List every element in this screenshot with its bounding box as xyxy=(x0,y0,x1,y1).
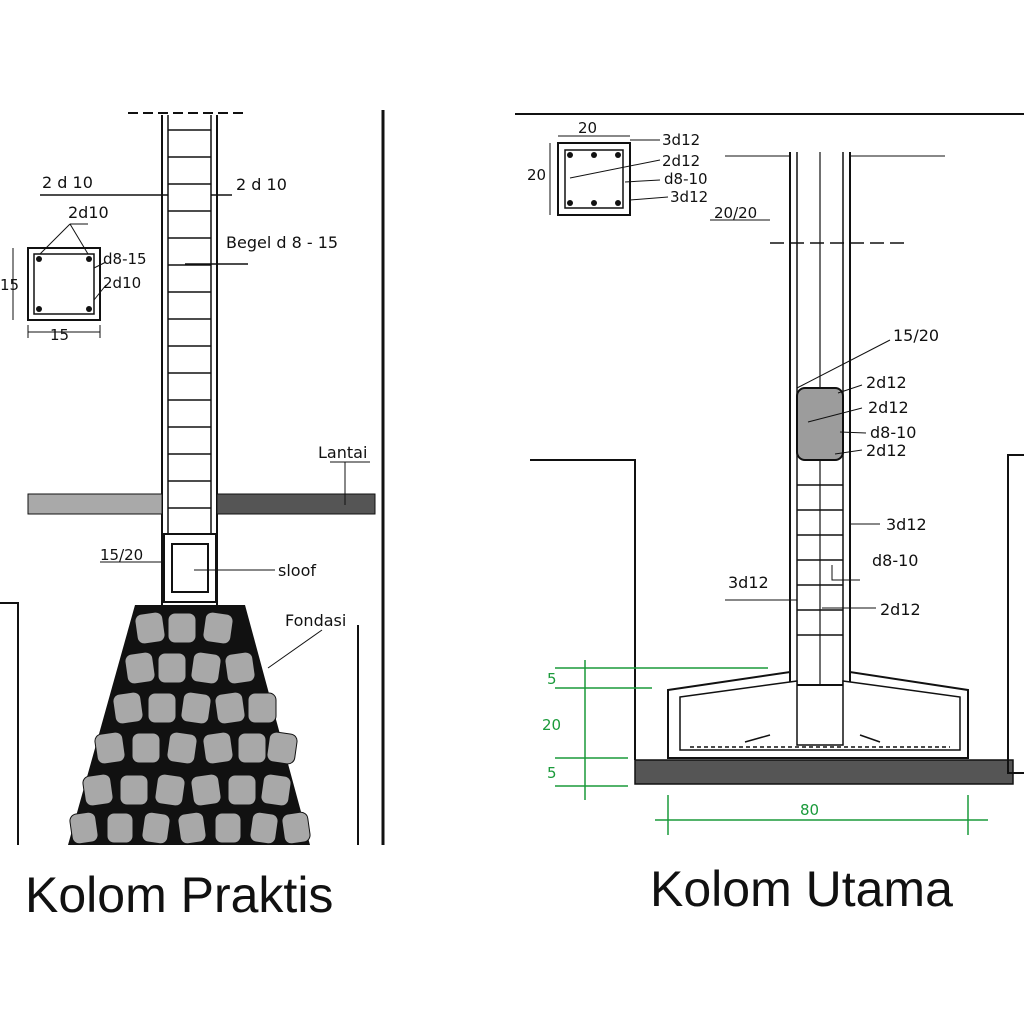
label-2d10-left: 2 d 10 xyxy=(42,173,93,192)
stone xyxy=(247,692,277,724)
stone xyxy=(202,611,234,645)
stone xyxy=(224,651,256,685)
stone xyxy=(202,731,234,765)
stone xyxy=(227,774,257,806)
dim-5-bottom: 5 xyxy=(547,764,557,782)
stone xyxy=(106,812,134,844)
stone xyxy=(124,651,156,685)
stone xyxy=(237,732,267,764)
stone xyxy=(119,774,149,806)
column-rebar-2: 2d12 xyxy=(880,600,921,619)
dim-5-top: 5 xyxy=(547,670,557,688)
section-bottom-rebar: 2d10 xyxy=(103,274,141,292)
stone xyxy=(177,811,207,845)
beam-stirrup: d8-10 xyxy=(870,423,916,442)
section-side-dim: 15 xyxy=(0,276,19,294)
label-sloof: sloof xyxy=(278,561,316,580)
caption-kolom-praktis: Kolom Praktis xyxy=(25,867,333,923)
stone xyxy=(190,773,222,807)
section-top-dim: 20 xyxy=(578,119,597,137)
stone xyxy=(266,731,298,765)
kolom-utama-drawing: 5 20 5 80 20 20 3d12 2d12 d8-10 3d12 20/… xyxy=(515,113,1024,917)
beam-rebar-1: 2d12 xyxy=(866,373,907,392)
label-sloof-size: 15/20 xyxy=(100,546,143,564)
caption-kolom-utama: Kolom Utama xyxy=(650,861,953,917)
stone xyxy=(131,732,161,764)
column-rebar-left: 3d12 xyxy=(728,573,769,592)
label-2d10-right: 2 d 10 xyxy=(236,175,287,194)
stone xyxy=(260,773,292,807)
stone xyxy=(82,773,114,807)
beam-size: 15/20 xyxy=(893,326,939,345)
section-stirrup: d8-10 xyxy=(664,170,708,188)
section-rebar-top: 3d12 xyxy=(662,131,700,149)
stone xyxy=(69,811,99,845)
stone xyxy=(190,651,222,685)
label-begel: Begel d 8 - 15 xyxy=(226,233,338,252)
label-fondasi: Fondasi xyxy=(285,611,346,630)
stone xyxy=(214,812,242,844)
stone xyxy=(157,652,187,684)
column-rebar-1: 3d12 xyxy=(886,515,927,534)
label-lantai: Lantai xyxy=(318,443,367,462)
dim-20: 20 xyxy=(542,716,561,734)
beam-rebar-2: 2d12 xyxy=(868,398,909,417)
stone xyxy=(154,773,186,807)
column-size: 20/20 xyxy=(714,204,757,222)
stone xyxy=(167,612,197,644)
stone xyxy=(141,811,171,845)
column-stirrup: d8-10 xyxy=(872,551,918,570)
kolom-praktis-drawing: 2 d 10 2 d 10 2d10 d8-15 2d10 15 15 Bege… xyxy=(0,110,385,923)
section-top-rebar: 2d10 xyxy=(68,203,109,222)
section-side-dim: 20 xyxy=(527,166,546,184)
stone xyxy=(134,611,166,645)
section-rebar-bottom: 3d12 xyxy=(670,188,708,206)
stone xyxy=(147,692,177,724)
section-stirrup: d8-15 xyxy=(103,250,147,268)
stone xyxy=(214,691,246,725)
dim-80: 80 xyxy=(800,801,819,819)
stone xyxy=(249,811,279,845)
stone xyxy=(94,731,126,765)
stone xyxy=(180,691,212,725)
section-rebar-mid: 2d12 xyxy=(662,152,700,170)
stone xyxy=(112,691,144,725)
stone xyxy=(166,731,198,765)
section-bottom-dim: 15 xyxy=(50,326,69,344)
beam-rebar-3: 2d12 xyxy=(866,441,907,460)
stone xyxy=(281,811,311,845)
